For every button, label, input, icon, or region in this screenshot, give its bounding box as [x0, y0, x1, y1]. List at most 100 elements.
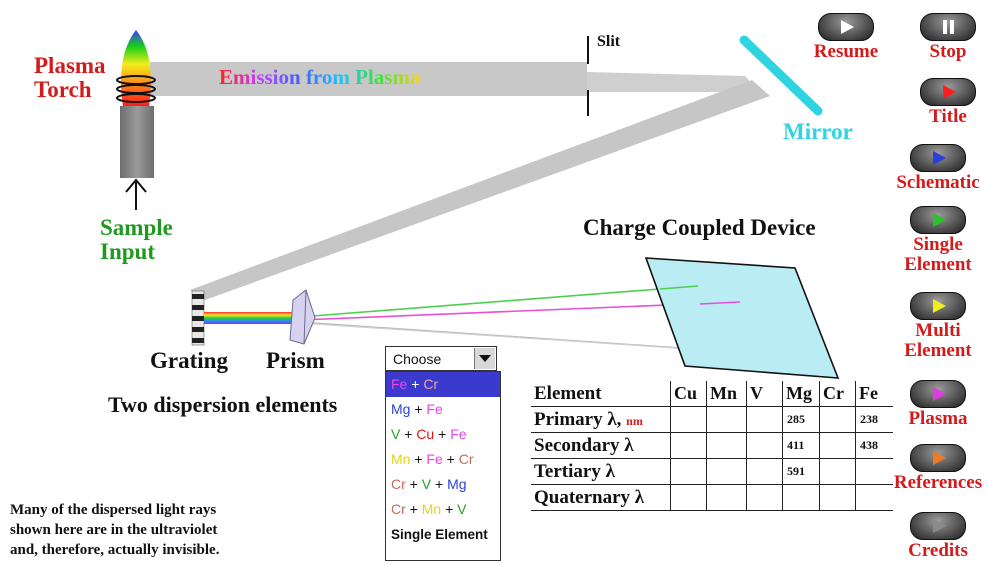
table-cell: 438	[855, 432, 893, 459]
play-icon	[910, 144, 966, 172]
sample-arrow-head	[125, 178, 147, 193]
sample-input-label-line1: Sample	[100, 215, 173, 240]
table-cell	[855, 484, 893, 511]
title-button[interactable]: Title	[900, 78, 988, 127]
table-cell	[855, 458, 893, 485]
references-button-label: References	[893, 472, 983, 493]
slit-label: Slit	[597, 33, 621, 50]
table-cell	[746, 406, 783, 433]
pause-icon	[920, 13, 976, 41]
element-option-part: V	[457, 501, 467, 517]
plasma-torch-label-line2: Torch	[34, 77, 92, 103]
table-cell	[670, 458, 707, 485]
element-option-part: V	[421, 476, 432, 492]
plasma-button-label: Plasma	[908, 408, 968, 429]
row-label: Primary λ,	[534, 408, 622, 430]
ray-green	[299, 285, 699, 318]
play-icon	[910, 292, 966, 320]
column-header-mg: Mg	[782, 381, 820, 407]
element-option-part: +	[410, 401, 427, 417]
table-row: Secondary λ 411 438	[531, 432, 893, 459]
resume-button-label: Resume	[813, 41, 879, 62]
play-icon	[910, 206, 966, 234]
ccd-detector	[644, 257, 840, 379]
table-row: Quaternary λ	[531, 484, 893, 511]
element-option[interactable]: Cr + Mn + V	[386, 497, 500, 522]
row-header: Tertiary λ	[531, 458, 671, 485]
element-option-part: Mn	[391, 451, 411, 467]
table-header-row: Element Cu Mn V Mg Cr Fe	[531, 381, 893, 407]
element-select-value: Choose	[393, 351, 442, 367]
sample-input-label-line2: Input	[100, 239, 155, 265]
element-option[interactable]: Fe + Cr	[386, 372, 500, 397]
chevron-down-icon[interactable]	[474, 348, 495, 369]
uv-note-line1: Many of the dispersed light rays	[10, 502, 217, 518]
element-option-part: +	[442, 451, 459, 467]
table-cell: 591	[782, 458, 820, 485]
element-option[interactable]: Mg + Fe	[386, 397, 500, 422]
single-element-button-label: Element	[904, 253, 972, 275]
plasma-flame	[121, 30, 151, 106]
element-option[interactable]: Cr + V + Mg	[386, 472, 500, 497]
slit-beam	[587, 72, 760, 92]
element-option-part: Fe	[426, 451, 443, 467]
mirror-label: Mirror	[783, 119, 853, 144]
credits-button[interactable]: Credits	[890, 512, 986, 561]
play-icon	[910, 444, 966, 472]
row-label: Secondary λ	[534, 434, 634, 456]
two-dispersion-label: Two dispersion elements	[108, 392, 338, 417]
prism-label: Prism	[266, 348, 325, 373]
plasma-button[interactable]: Plasma	[890, 380, 986, 429]
table-cell	[746, 458, 783, 485]
row-header: Primary λ, nm	[531, 406, 671, 433]
stop-button[interactable]: Stop	[900, 13, 988, 62]
table-cell: 238	[855, 406, 893, 433]
ray-gray-2	[299, 322, 691, 350]
mirror	[739, 35, 823, 116]
element-option-part: Mg	[447, 476, 467, 492]
grating	[191, 290, 205, 346]
play-icon	[910, 512, 966, 540]
table-cell	[819, 432, 856, 459]
element-option-part: Cr	[458, 451, 474, 467]
rf-coil	[116, 75, 156, 103]
multi-element-button-label: Multi	[915, 320, 961, 341]
column-header-cr: Cr	[819, 381, 856, 407]
ccd-label: Charge Coupled Device	[583, 215, 816, 240]
element-option-part: Single Element	[391, 527, 488, 542]
table-cell	[706, 484, 747, 511]
element-option[interactable]: V + Cu + Fe	[386, 422, 500, 447]
table-cell	[670, 484, 707, 511]
sample-input-label: Sample Input	[100, 215, 173, 265]
element-option[interactable]: Single Element	[386, 522, 500, 547]
column-header-fe: Fe	[855, 381, 893, 407]
element-option-part: Cr	[391, 476, 406, 492]
element-option[interactable]: Mn + Fe + Cr	[386, 447, 500, 472]
column-header-v: V	[746, 381, 783, 407]
plasma-torch-label-line1: Plasma	[34, 53, 106, 78]
element-option-part: Cr	[391, 501, 406, 517]
resume-button[interactable]: Resume	[798, 13, 894, 62]
spectrum-band	[204, 312, 293, 324]
table-cell	[746, 484, 783, 511]
references-button[interactable]: References	[890, 444, 986, 493]
table-cell	[706, 432, 747, 459]
emission-beam	[150, 62, 587, 96]
element-option-part: Fe	[391, 376, 408, 392]
table-cell	[706, 406, 747, 433]
table-cell	[819, 406, 856, 433]
table-cell	[670, 432, 707, 459]
prism	[289, 289, 316, 345]
table-cell: 411	[782, 432, 820, 459]
ray-green-end	[659, 285, 699, 290]
element-option-part: Mg	[391, 401, 411, 417]
credits-button-label: Credits	[908, 540, 968, 561]
schematic-button[interactable]: Schematic	[890, 144, 986, 193]
row-label: Quaternary λ	[534, 486, 645, 508]
element-select[interactable]: Choose	[385, 346, 497, 371]
